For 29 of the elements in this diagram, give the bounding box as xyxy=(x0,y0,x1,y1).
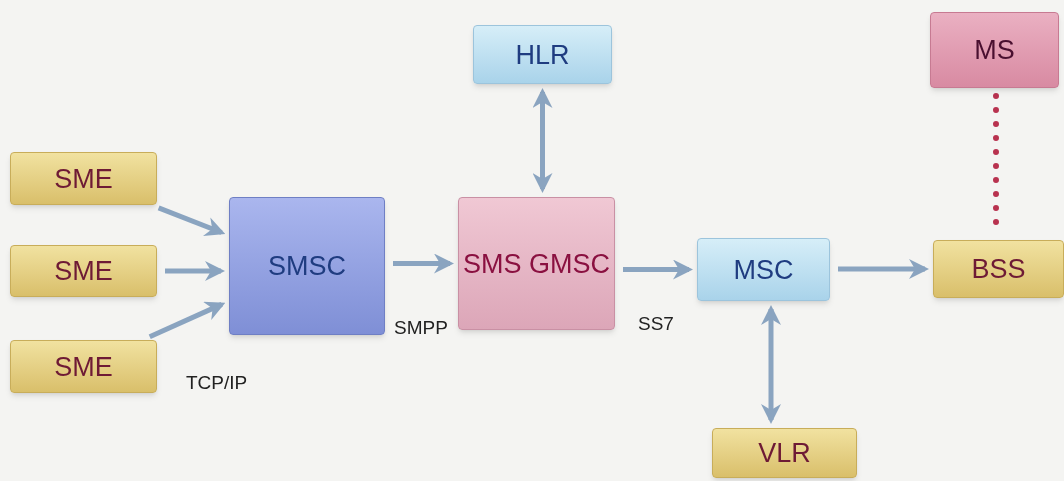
arrow xyxy=(761,305,781,424)
node-label: SMSC xyxy=(268,251,346,281)
node-label: SME xyxy=(54,256,113,286)
node-label: SMS GMSC xyxy=(463,248,610,279)
node-box xyxy=(697,238,830,301)
node-box xyxy=(10,340,157,393)
arrow xyxy=(623,259,693,280)
node-label: SME xyxy=(54,351,113,382)
node-box xyxy=(229,197,385,335)
node-box xyxy=(712,428,857,478)
node-box xyxy=(930,12,1059,88)
node-box xyxy=(10,245,157,297)
node-box xyxy=(458,197,615,330)
arrow xyxy=(532,88,553,193)
node-box xyxy=(473,25,612,84)
node-label: VLR xyxy=(758,438,811,468)
node-label: SME xyxy=(54,163,113,194)
arrow xyxy=(393,253,454,274)
node-label: MS xyxy=(974,35,1015,65)
arrow xyxy=(838,259,929,279)
arrow xyxy=(157,205,226,237)
protocol-label: TCP/IP xyxy=(186,371,248,395)
arrow xyxy=(165,261,225,281)
arrow xyxy=(148,301,226,339)
node-box xyxy=(10,152,157,205)
node-label: HLR xyxy=(515,39,570,70)
node-label: BSS xyxy=(971,254,1026,284)
node-box xyxy=(933,240,1064,298)
node-label: MSC xyxy=(733,254,794,285)
